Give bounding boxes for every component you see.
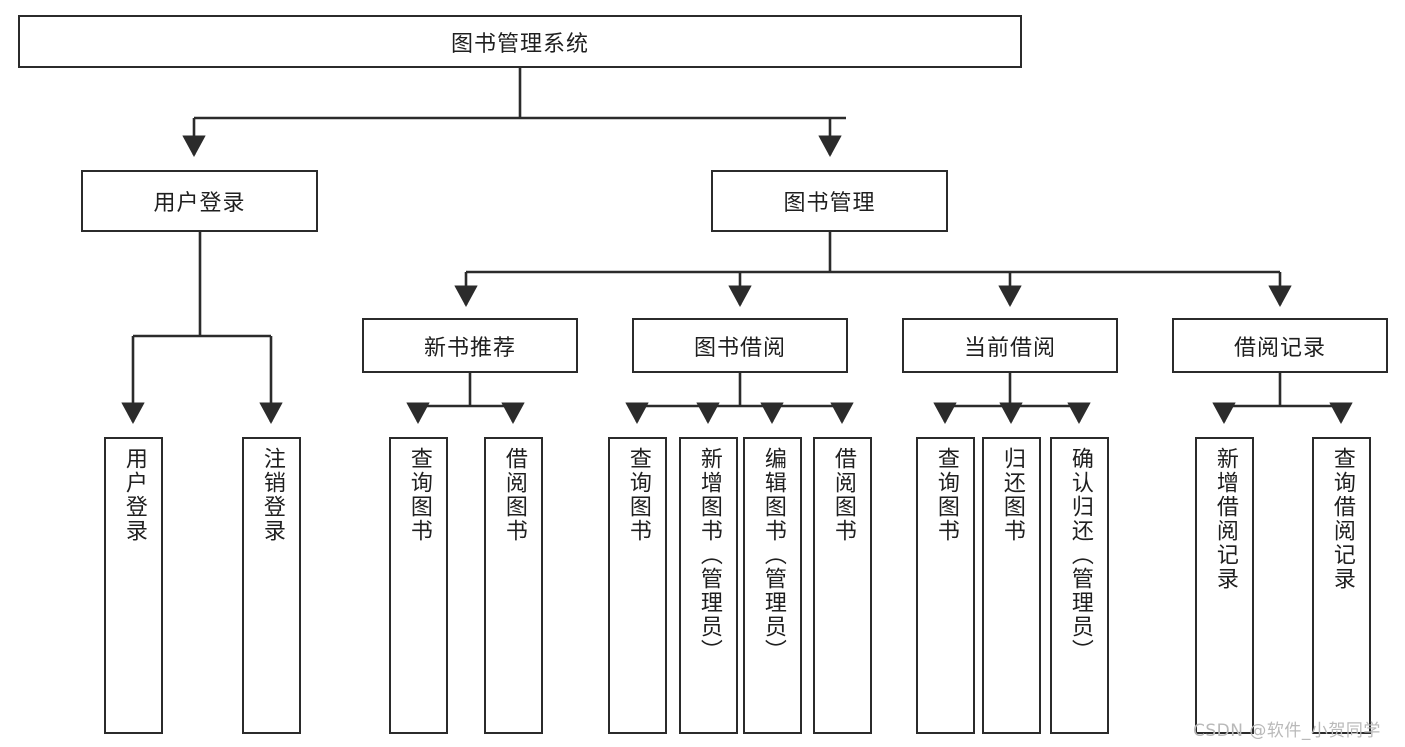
watermark-text: CSDN @软件_小贺同学 [1193, 721, 1381, 741]
node-label: 图书管理 [783, 191, 876, 216]
leaf-label: 确认归还（管理员） [1067, 447, 1093, 663]
node-label: 借阅记录 [1233, 335, 1326, 361]
node-label: 图书借阅 [693, 335, 786, 361]
node-label: 当前借阅 [963, 335, 1056, 361]
node-book-management[interactable]: 图书管理 [711, 170, 948, 232]
leaf-label: 编辑图书（管理员） [760, 447, 786, 663]
leaf-borrow-record-query[interactable]: 查询借阅记录 [1312, 437, 1371, 734]
leaf-user-login-login[interactable]: 用户登录 [104, 437, 163, 734]
leaf-label: 注销登录 [259, 447, 285, 543]
node-root-system[interactable]: 图书管理系统 [18, 15, 1022, 68]
leaf-label: 用户登录 [121, 447, 147, 543]
leaf-label: 查询图书 [933, 447, 959, 543]
leaf-label: 查询借阅记录 [1329, 447, 1355, 591]
leaf-label: 查询图书 [625, 447, 651, 543]
leaf-new-book-query[interactable]: 查询图书 [389, 437, 448, 734]
node-borrow-record[interactable]: 借阅记录 [1172, 318, 1388, 373]
node-user-login[interactable]: 用户登录 [81, 170, 318, 232]
leaf-user-login-logout[interactable]: 注销登录 [242, 437, 301, 734]
leaf-label: 借阅图书 [501, 447, 527, 543]
leaf-book-borrow-borrow[interactable]: 借阅图书 [813, 437, 872, 734]
leaf-book-borrow-query[interactable]: 查询图书 [608, 437, 667, 734]
node-book-borrow[interactable]: 图书借阅 [632, 318, 848, 373]
node-label: 新书推荐 [423, 335, 516, 361]
leaf-current-borrow-return[interactable]: 归还图书 [982, 437, 1041, 734]
leaf-label: 查询图书 [406, 447, 432, 543]
node-label: 用户登录 [153, 191, 246, 216]
leaf-borrow-record-add[interactable]: 新增借阅记录 [1195, 437, 1254, 734]
leaf-book-borrow-edit[interactable]: 编辑图书（管理员） [743, 437, 802, 734]
leaf-label: 新增借阅记录 [1212, 447, 1238, 591]
leaf-label: 新增图书（管理员） [696, 447, 722, 663]
leaf-current-borrow-confirm-return[interactable]: 确认归还（管理员） [1050, 437, 1109, 734]
leaf-current-borrow-query[interactable]: 查询图书 [916, 437, 975, 734]
leaf-label: 归还图书 [999, 447, 1025, 543]
node-new-book-recommend[interactable]: 新书推荐 [362, 318, 578, 373]
node-current-borrow[interactable]: 当前借阅 [902, 318, 1118, 373]
leaf-book-borrow-add[interactable]: 新增图书（管理员） [679, 437, 738, 734]
leaf-label: 借阅图书 [830, 447, 856, 543]
leaf-new-book-borrow[interactable]: 借阅图书 [484, 437, 543, 734]
node-label: 图书管理系统 [450, 31, 589, 57]
